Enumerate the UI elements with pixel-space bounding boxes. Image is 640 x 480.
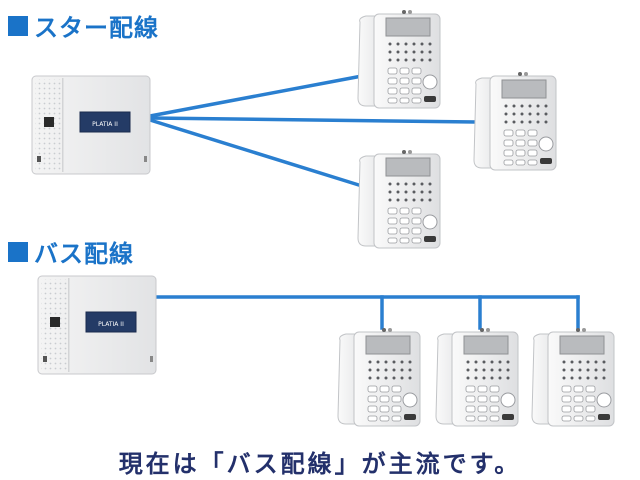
heading-square-icon bbox=[8, 241, 28, 262]
bus-wiring-heading: バス配線 bbox=[8, 234, 134, 269]
bus-phone-3 bbox=[531, 327, 615, 427]
summary-caption: 現在は「バス配線」が主流です。 bbox=[118, 450, 522, 478]
bus-wiring-lines bbox=[156, 295, 580, 330]
bus-phone-2 bbox=[435, 327, 519, 427]
star-pbx-unit bbox=[31, 75, 151, 175]
star-wiring-title: スター配線 bbox=[34, 14, 159, 42]
bus-wiring-title: バス配線 bbox=[34, 240, 134, 268]
star-phone-3 bbox=[357, 149, 441, 249]
bus-phone-1 bbox=[337, 327, 421, 427]
star-wiring-heading: スター配線 bbox=[8, 8, 159, 43]
star-pbx-label: PLATIA II bbox=[92, 121, 118, 128]
star-wiring-lines bbox=[148, 74, 478, 188]
bus-pbx-unit bbox=[37, 275, 157, 375]
star-phone-2 bbox=[473, 71, 557, 171]
heading-square-icon bbox=[8, 15, 28, 36]
star-phone-1 bbox=[357, 9, 441, 109]
bus-pbx-label: PLATIA II bbox=[98, 321, 124, 328]
